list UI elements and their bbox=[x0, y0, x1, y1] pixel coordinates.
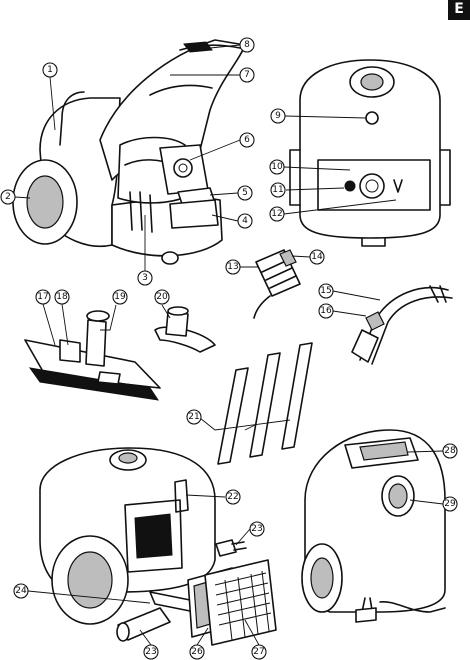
svg-text:28: 28 bbox=[444, 446, 456, 456]
vacuum-open-illustration bbox=[12, 39, 246, 265]
svg-text:8: 8 bbox=[244, 40, 250, 50]
callout-22: 22 bbox=[225, 489, 241, 505]
floor-nozzle-illustration bbox=[24, 310, 161, 401]
callout-21: 21 bbox=[186, 409, 202, 425]
callout-26: 26 bbox=[189, 644, 205, 660]
svg-text:7: 7 bbox=[244, 70, 250, 80]
callout-8: 8 bbox=[239, 37, 255, 53]
svg-text:20: 20 bbox=[156, 292, 168, 302]
svg-text:26: 26 bbox=[191, 647, 203, 657]
svg-text:24: 24 bbox=[15, 586, 27, 596]
leader-lines bbox=[14, 44, 444, 646]
vacuum-filter-illustration bbox=[39, 447, 247, 625]
callout-23-plug: 23 bbox=[249, 521, 265, 537]
callout-20: 20 bbox=[154, 289, 170, 305]
svg-text:12: 12 bbox=[271, 209, 282, 219]
svg-text:2: 2 bbox=[5, 192, 11, 202]
callout-18: 18 bbox=[54, 289, 70, 305]
callout-29: 29 bbox=[442, 496, 458, 512]
svg-text:16: 16 bbox=[320, 306, 332, 316]
filters-illustration bbox=[187, 559, 277, 646]
language-tab-letter: E bbox=[454, 1, 464, 17]
svg-text:9: 9 bbox=[275, 111, 281, 121]
svg-text:1: 1 bbox=[47, 65, 53, 75]
svg-text:15: 15 bbox=[320, 286, 331, 296]
svg-text:11: 11 bbox=[272, 185, 283, 195]
crevice-tool-illustration bbox=[116, 607, 171, 642]
svg-text:14: 14 bbox=[311, 252, 323, 262]
callout-16: 16 bbox=[318, 303, 334, 319]
svg-text:18: 18 bbox=[56, 292, 68, 302]
svg-text:29: 29 bbox=[444, 499, 456, 509]
svg-text:23: 23 bbox=[251, 524, 262, 534]
svg-text:3: 3 bbox=[142, 273, 148, 283]
callout-23-tool: 23 bbox=[143, 644, 159, 660]
callout-6: 6 bbox=[239, 132, 255, 148]
svg-text:21: 21 bbox=[188, 412, 199, 422]
extension-tubes-illustration bbox=[199, 342, 313, 465]
callout-3: 3 bbox=[137, 270, 153, 286]
callout-15: 15 bbox=[318, 283, 334, 299]
callout-2: 2 bbox=[0, 189, 16, 205]
callout-7: 7 bbox=[239, 67, 255, 83]
callout-13: 13 bbox=[225, 259, 241, 275]
callout-10: 10 bbox=[269, 159, 285, 175]
vacuum-rear-illustration bbox=[289, 59, 451, 247]
svg-text:10: 10 bbox=[271, 162, 283, 172]
callout-14: 14 bbox=[309, 249, 325, 265]
callout-11: 11 bbox=[270, 182, 286, 198]
vacuum-side-illustration bbox=[301, 429, 446, 623]
svg-text:17: 17 bbox=[37, 292, 48, 302]
svg-text:13: 13 bbox=[227, 262, 238, 272]
callout-4: 4 bbox=[237, 213, 253, 229]
hose-handgrip-illustration bbox=[351, 285, 453, 365]
svg-text:6: 6 bbox=[244, 135, 250, 145]
callout-24: 24 bbox=[13, 583, 29, 599]
callout-19: 19 bbox=[112, 289, 128, 305]
callout-12: 12 bbox=[269, 206, 285, 222]
svg-text:4: 4 bbox=[242, 216, 248, 226]
upholstery-nozzle-illustration bbox=[154, 306, 216, 353]
callout-9: 9 bbox=[270, 108, 286, 124]
svg-text:22: 22 bbox=[227, 492, 238, 502]
svg-text:19: 19 bbox=[114, 292, 126, 302]
callout-28: 28 bbox=[442, 443, 458, 459]
svg-text:27: 27 bbox=[253, 647, 264, 657]
callout-17: 17 bbox=[35, 289, 51, 305]
callout-5: 5 bbox=[237, 185, 253, 201]
hose-coupling-illustration bbox=[253, 249, 301, 319]
svg-text:5: 5 bbox=[242, 188, 248, 198]
callout-1: 1 bbox=[42, 62, 58, 78]
svg-text:23: 23 bbox=[145, 647, 156, 657]
language-tab: E bbox=[448, 0, 470, 20]
callout-27: 27 bbox=[251, 644, 267, 660]
